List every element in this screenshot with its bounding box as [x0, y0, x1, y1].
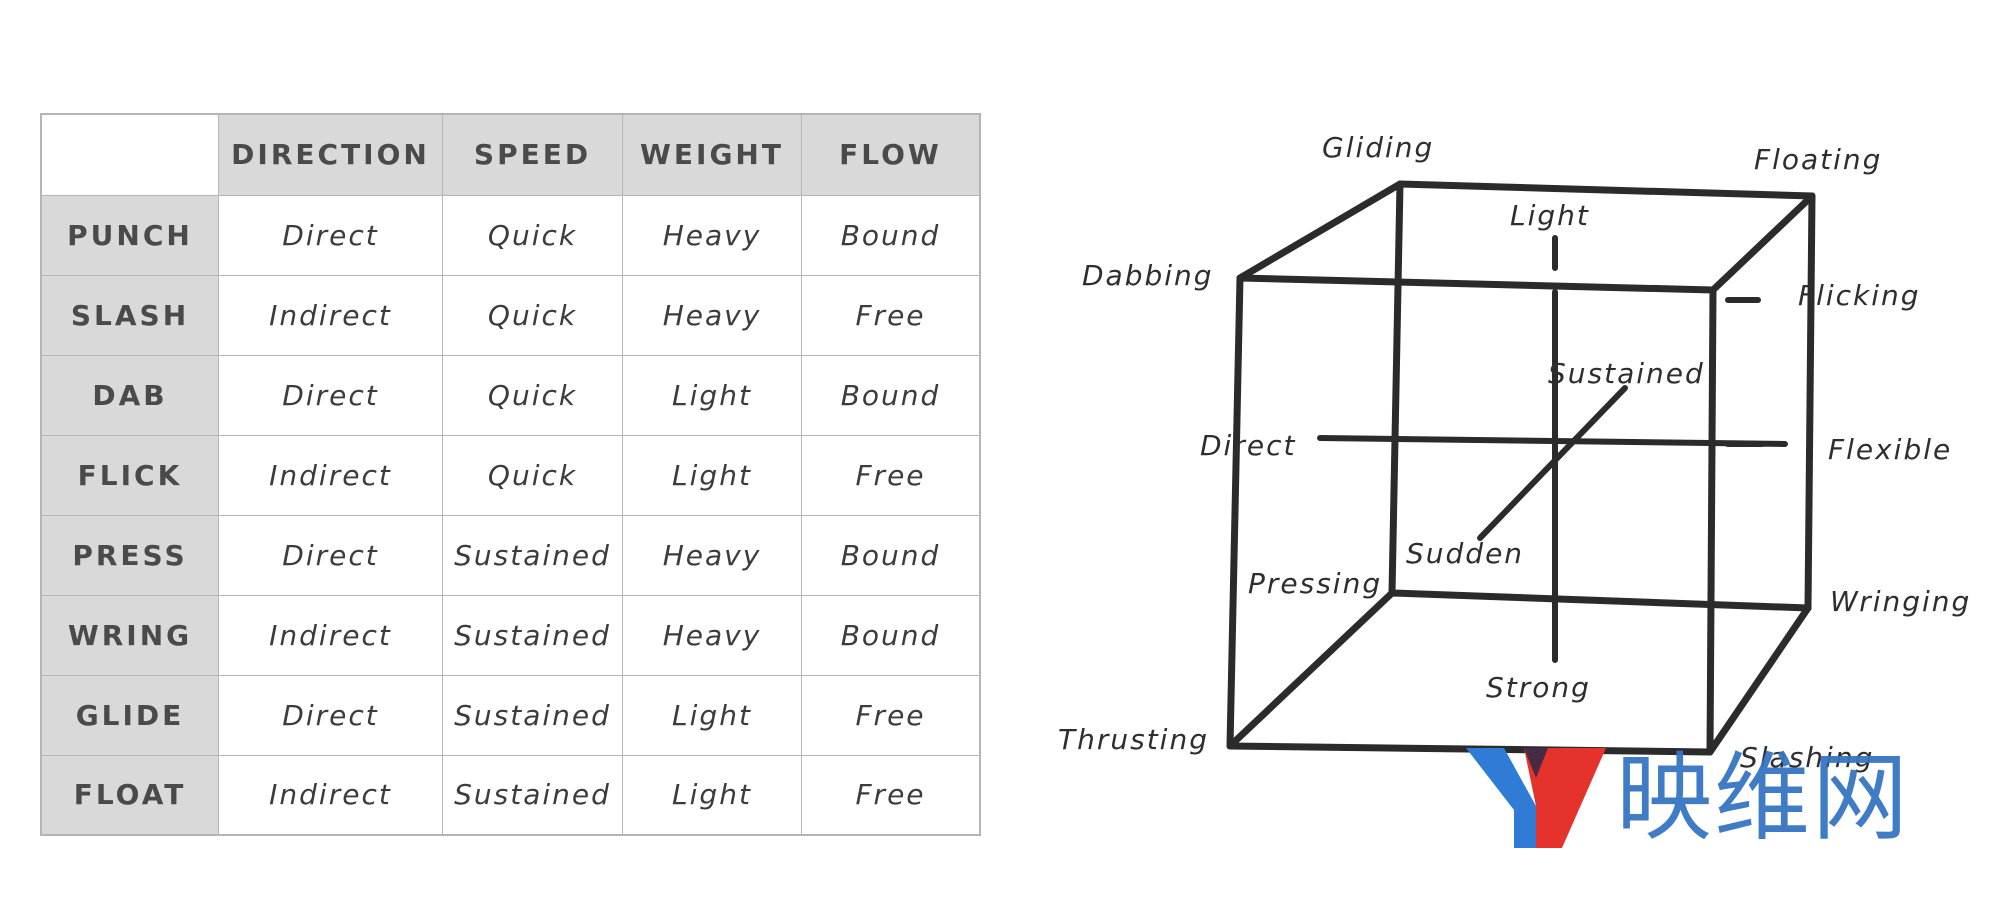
label-light: Light	[1510, 199, 1590, 232]
table-row: DAB Direct Quick Light Bound	[40, 354, 981, 436]
cube-drawing	[1226, 180, 1816, 756]
table-corner-cell	[40, 113, 219, 196]
table-cell: Free	[801, 274, 981, 356]
cube-edge-bottom-right	[1706, 604, 1812, 756]
row-header: SLASH	[40, 274, 219, 356]
table-row: FLICK Indirect Quick Light Free	[40, 434, 981, 516]
table-cell: Direct	[218, 354, 443, 436]
watermark-logo-icon	[1466, 748, 1606, 848]
table-cell: Free	[801, 754, 981, 836]
table-cell: Free	[801, 674, 981, 756]
row-header: PUNCH	[40, 194, 219, 276]
label-dabbing: Dabbing	[1082, 259, 1214, 292]
table-cell: Heavy	[622, 194, 802, 276]
table-cell: Direct	[218, 194, 443, 276]
table-row: PUNCH Direct Quick Heavy Bound	[40, 194, 981, 276]
label-sudden: Sudden	[1406, 537, 1525, 570]
table-cell: Sustained	[442, 754, 623, 836]
effort-cube-diagram: Gliding Floating Light Dabbing Flicking …	[1040, 60, 2000, 903]
label-strong: Strong	[1486, 671, 1591, 704]
table-cell: Direct	[218, 514, 443, 596]
cube-back-top-edge	[1396, 180, 1816, 200]
row-header: DAB	[40, 354, 219, 436]
cube-back-bottom-edge	[1388, 589, 1812, 612]
label-sustained: Sustained	[1548, 357, 1705, 390]
cube-back-left-edge	[1388, 180, 1404, 597]
table-cell: Heavy	[622, 514, 802, 596]
label-slashing: Slashing	[1740, 741, 1875, 774]
column-header-direction: DIRECTION	[218, 113, 443, 196]
table-cell: Heavy	[622, 274, 802, 356]
table-cell: Sustained	[442, 594, 623, 676]
table-row: FLOAT Indirect Sustained Light Free	[40, 754, 981, 836]
table-header-row: DIRECTION SPEED WEIGHT FLOW	[40, 113, 981, 196]
label-flicking: Flicking	[1798, 279, 1921, 312]
table-cell: Indirect	[218, 754, 443, 836]
label-flexible: Flexible	[1828, 433, 1953, 466]
column-header-weight: WEIGHT	[622, 113, 802, 196]
watermark: 映维网	[1466, 748, 1936, 848]
axis-diagonal	[1477, 385, 1628, 541]
table-cell: Indirect	[218, 434, 443, 516]
row-header: FLOAT	[40, 754, 219, 836]
table-cell: Quick	[442, 274, 623, 356]
table-row: WRING Indirect Sustained Heavy Bound	[40, 594, 981, 676]
table-cell: Sustained	[442, 514, 623, 596]
column-header-speed: SPEED	[442, 113, 623, 196]
watermark-text: 映维网	[1616, 742, 1910, 854]
row-header: FLICK	[40, 434, 219, 516]
table-cell: Indirect	[218, 594, 443, 676]
table-cell: Quick	[442, 434, 623, 516]
table-row: GLIDE Direct Sustained Light Free	[40, 674, 981, 756]
table-cell: Bound	[801, 594, 981, 676]
label-gliding: Gliding	[1322, 131, 1435, 164]
label-thrusting: Thrusting	[1058, 723, 1209, 756]
table-cell: Free	[801, 434, 981, 516]
cube-edge-top-left	[1236, 180, 1404, 282]
table-cell: Light	[622, 354, 802, 436]
row-header: GLIDE	[40, 674, 219, 756]
cube-edge-bottom-left	[1226, 589, 1396, 750]
table-cell: Bound	[801, 514, 981, 596]
cube-edge-top-right	[1709, 192, 1816, 294]
table-cell: Bound	[801, 354, 981, 436]
table-cell: Sustained	[442, 674, 623, 756]
label-pressing: Pressing	[1248, 567, 1383, 600]
row-header: WRING	[40, 594, 219, 676]
table-row: SLASH Indirect Quick Heavy Free	[40, 274, 981, 356]
table-cell: Indirect	[218, 274, 443, 356]
label-direct: Direct	[1200, 429, 1297, 462]
label-floating: Floating	[1754, 143, 1883, 176]
table-cell: Quick	[442, 194, 623, 276]
label-wringing: Wringing	[1830, 585, 1972, 618]
table-cell: Light	[622, 434, 802, 516]
effort-qualities-table: DIRECTION SPEED WEIGHT FLOW PUNCH Direct…	[40, 113, 981, 836]
axis-horizontal	[1317, 435, 1788, 447]
table-cell: Direct	[218, 674, 443, 756]
table-cell: Light	[622, 674, 802, 756]
table-row: PRESS Direct Sustained Heavy Bound	[40, 514, 981, 596]
column-header-flow: FLOW	[801, 113, 981, 196]
row-header: PRESS	[40, 514, 219, 596]
table-cell: Bound	[801, 194, 981, 276]
table-cell: Heavy	[622, 594, 802, 676]
table-cell: Quick	[442, 354, 623, 436]
cube-back-right-edge	[1804, 192, 1816, 612]
table-cell: Light	[622, 754, 802, 836]
